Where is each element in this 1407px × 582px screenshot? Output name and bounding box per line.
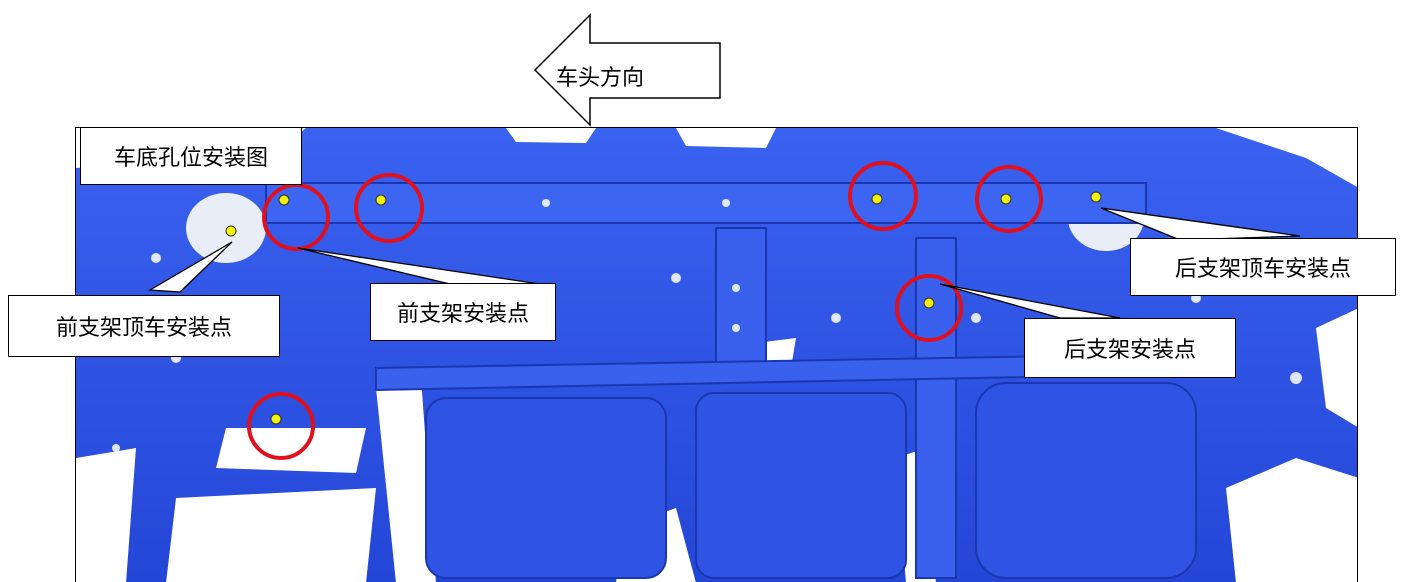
direction-label: 车头方向 — [556, 66, 645, 91]
callout-rear-jack-point: 后支架顶车安装点 — [1130, 238, 1396, 296]
callout-front-jack-point: 前支架顶车安装点 — [8, 295, 280, 357]
underbody-drawing — [76, 128, 1357, 582]
diagram-title: 车底孔位安装图 — [80, 127, 302, 185]
callout-front-bracket-point: 前支架安装点 — [370, 283, 556, 341]
underbody-scan — [75, 127, 1358, 582]
direction-arrow — [533, 13, 721, 127]
callout-rear-bracket-point: 后支架安装点 — [1024, 318, 1236, 378]
